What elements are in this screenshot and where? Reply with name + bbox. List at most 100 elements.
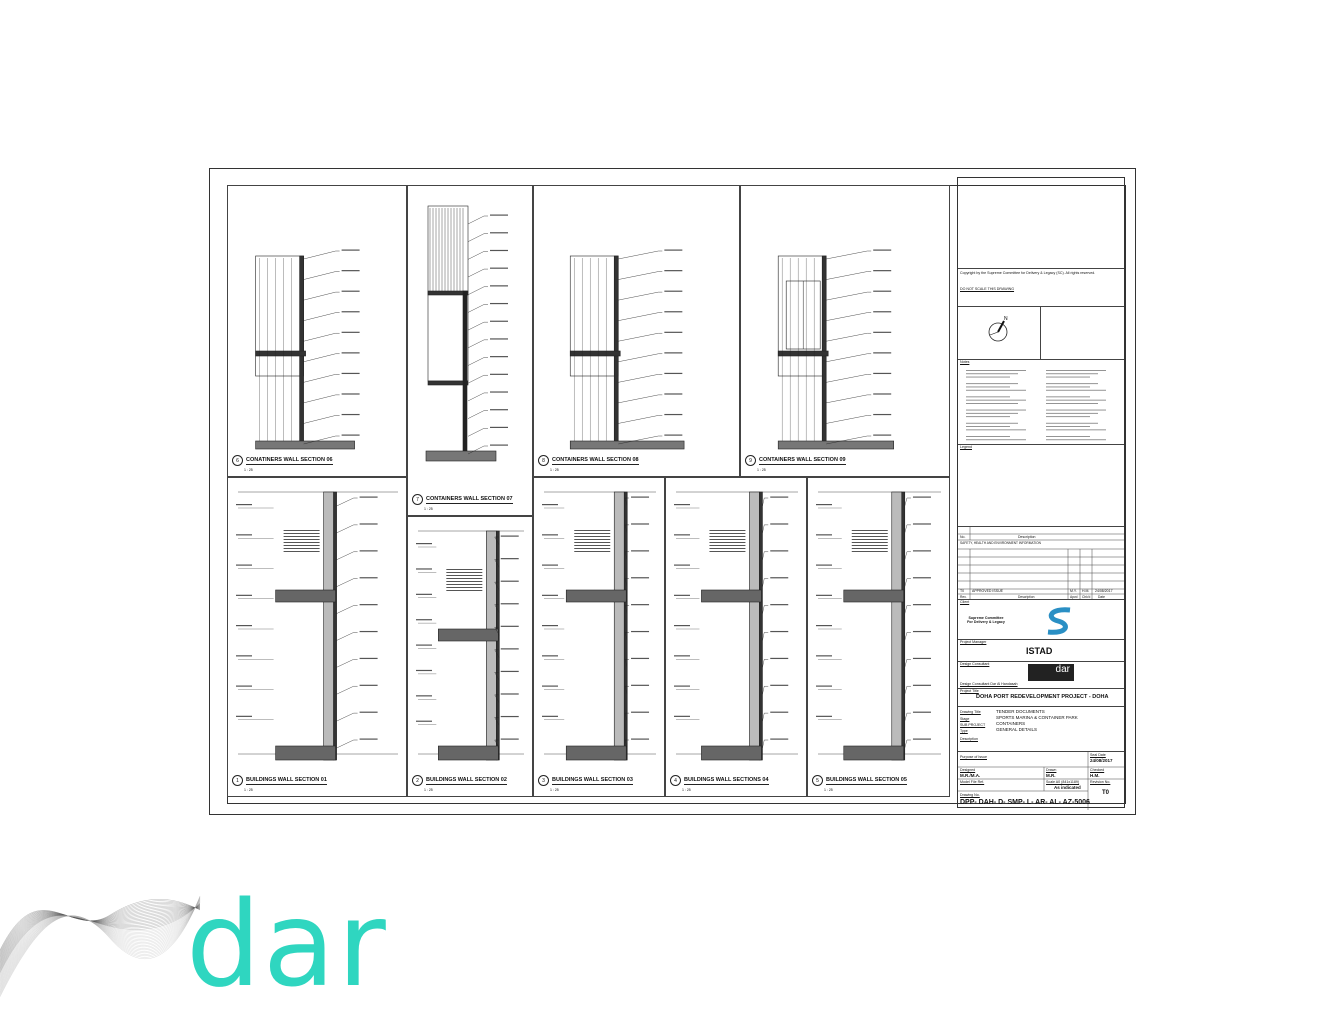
- section-drawing: [777, 249, 895, 450]
- section-scale: 1 : 25: [682, 788, 691, 792]
- legend-label: Legend: [960, 445, 972, 449]
- drawn-label: Drawn: [1046, 768, 1057, 772]
- section-title: CONATINERS WALL SECTION 06: [246, 456, 333, 465]
- description-label: Description: [960, 737, 978, 741]
- type-value: GENERAL DETAILS: [996, 727, 1038, 732]
- section-drawing: [542, 491, 656, 761]
- scale-label: Scale A0 (841x1189): [1046, 780, 1080, 784]
- section-scale: 1 : 25: [824, 788, 833, 792]
- rev-header: Chk'd: [1082, 594, 1091, 599]
- revision-no-label: Revision No.: [1090, 780, 1111, 784]
- section-number: 7: [412, 494, 423, 505]
- type-label: Type: [960, 729, 968, 733]
- section-number: 4: [670, 775, 681, 786]
- project-manager-label: Project Manager: [960, 640, 987, 644]
- section-number: 2: [412, 775, 423, 786]
- rev-apvd: M.Y.: [1070, 589, 1077, 593]
- project-title: DOHA PORT REDEVELOPMENT PROJECT - DOHA: [976, 694, 1109, 700]
- section-title: CONTAINERS WALL SECTION 09: [759, 456, 846, 465]
- north-arrow-box: N: [958, 306, 1124, 360]
- copyright-text: Copyright by the Supreme Committee for D…: [960, 271, 1096, 275]
- stage-label: Stage: [960, 717, 970, 721]
- section-scale: 1 : 25: [424, 788, 433, 792]
- title-block: Copyright by the Supreme Committee for D…: [957, 177, 1125, 810]
- section-drawing: [236, 491, 398, 761]
- drawing-title-label: Drawing Title: [960, 710, 981, 714]
- section-title: BUILDINGS WALL SECTION 01: [246, 776, 327, 785]
- rev-no-header: No.: [960, 535, 966, 539]
- project-title-label: Project Title: [960, 689, 979, 693]
- checked-value: H.M.: [1090, 773, 1100, 778]
- notes-box: Notes: [958, 359, 1124, 444]
- section-number: 1: [232, 775, 243, 786]
- drawing-sheet-border: [209, 168, 1136, 815]
- rev-chkd: H.M.: [1082, 589, 1090, 593]
- dar-consultant-logo: dar: [1028, 664, 1074, 681]
- section-title: CONTAINERS WALL SECTION 08: [552, 456, 639, 465]
- section-number: 3: [538, 775, 549, 786]
- do-not-scale: DO NOT SCALE THIS DRAWING: [960, 287, 1015, 291]
- section-scale: 1 : 25: [244, 788, 253, 792]
- istad-logo: ISTAD: [1026, 646, 1053, 656]
- section-drawing: [569, 249, 685, 450]
- section-number: 9: [745, 455, 756, 466]
- safety-heading: SAFETY, HEALTH AND ENVIRONMENT INFORMATI…: [960, 541, 1041, 545]
- rev-header: Rev.: [960, 594, 967, 599]
- section-drawing: [674, 491, 798, 761]
- revision-no: T0: [1102, 790, 1110, 796]
- revision-table: No. Description SAFETY, HEALTH AND ENVIR…: [958, 526, 1124, 600]
- designed-label: Designed: [960, 768, 976, 772]
- design-consultant-label: Design Consultant: [960, 662, 990, 666]
- section-scale: 1 : 25: [550, 788, 559, 792]
- rev-header: Description: [1018, 594, 1035, 599]
- designed-value: M.R./M.A.: [960, 773, 981, 778]
- client-label: Client: [960, 600, 970, 604]
- rev-value: T0: [960, 589, 965, 593]
- section-title: BUILDINGS WALL SECTION 05: [826, 776, 907, 785]
- dar-logo: dar: [186, 875, 388, 1013]
- rev-description: APPROVED ISSUE: [972, 589, 1003, 593]
- section-title: BUILDINGS WALL SECTIONS 04: [684, 776, 769, 785]
- section-drawing: [416, 530, 524, 761]
- section-scale: 1 : 25: [424, 507, 433, 511]
- supreme-committee-logo: [1047, 607, 1071, 635]
- rev-header: Date: [1098, 594, 1105, 599]
- svg-text:N: N: [1004, 316, 1008, 322]
- seal-date-label: Seal Date: [1090, 753, 1106, 757]
- rev-date: 24/08/2017: [1095, 589, 1113, 593]
- sub-project-label: SUB PROJECT: [960, 723, 986, 727]
- model-file-label: Model File Ref.: [960, 780, 985, 784]
- sub-project-value: CONTAINERS: [996, 721, 1026, 726]
- section-scale: 1 : 25: [550, 468, 559, 472]
- checked-label: Checked: [1090, 768, 1105, 772]
- rev-header: Apvd: [1070, 594, 1078, 599]
- scale-value: As indicated: [1054, 785, 1081, 790]
- wave-mesh-graphic: [0, 895, 201, 997]
- issue-info-grid: Purpose of Issue Seal Date 24/08/2017 De…: [958, 751, 1124, 810]
- section-number: 6: [232, 455, 243, 466]
- stage-value: SPORTS MARINA & CONTAINER PARK: [996, 715, 1078, 720]
- notes-label: Notes: [960, 360, 970, 364]
- client-name: Supreme Committee For Delivery & Legacy: [967, 616, 1005, 624]
- section-number: 5: [812, 775, 823, 786]
- section-drawing: [425, 205, 508, 462]
- drawing-no-label: Drawing No.: [960, 793, 980, 797]
- section-drawing: [816, 491, 941, 761]
- section-title: BUILDINGS WALL SECTION 03: [552, 776, 633, 785]
- drawn-value: M.R.: [1046, 773, 1056, 778]
- north-arrow-icon: N: [988, 316, 1008, 342]
- section-drawing: [255, 249, 360, 450]
- section-scale: 1 : 25: [757, 468, 766, 472]
- design-consultant-line: Design Consultant Dar Al Handasah: [960, 682, 1018, 686]
- purpose-label: Purpose of Issue: [960, 755, 987, 759]
- notes-text-lines: [966, 370, 1106, 441]
- rev-desc-header: Description: [1018, 535, 1036, 539]
- section-number: 8: [538, 455, 549, 466]
